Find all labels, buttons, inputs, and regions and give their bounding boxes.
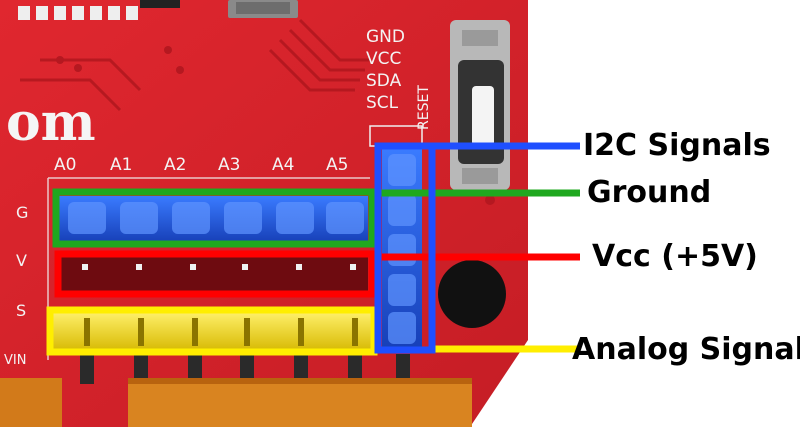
pin-label-sda: SDA — [366, 71, 402, 91]
header-label-a4: A4 — [272, 155, 294, 175]
vcc-outline — [54, 250, 376, 298]
analog-header-labels: A0 A1 A2 A3 A4 A5 — [54, 155, 348, 175]
row-label-s: S — [16, 301, 26, 320]
analog-row-headers — [50, 312, 372, 352]
reset-button — [450, 20, 510, 190]
round-component — [438, 260, 506, 328]
header-label-a3: A3 — [218, 155, 240, 175]
callout-vcc: Vcc (+5V) — [592, 239, 758, 274]
callout-ground: Ground — [587, 175, 712, 210]
header-label-a0: A0 — [54, 155, 76, 175]
header-label-a5: A5 — [326, 155, 348, 175]
chip-pins — [18, 0, 180, 20]
i2c-pin-labels: GND VCC SDA SCL — [366, 27, 405, 113]
reset-label: RESET — [416, 85, 432, 130]
vcc-row-headers — [58, 254, 368, 294]
row-label-vin: VIN — [4, 353, 26, 368]
ground-outline — [52, 188, 376, 248]
pin-label-vcc: VCC — [366, 49, 401, 69]
analog-outline — [46, 306, 378, 356]
row-label-v: V — [16, 251, 27, 270]
i2c-headers — [382, 148, 422, 348]
row-labels: G V S VIN — [4, 203, 28, 368]
pin-label-gnd: GND — [366, 27, 405, 47]
callout-i2c-signals: I2C Signals — [583, 128, 771, 163]
vias — [56, 46, 184, 74]
ground-row-headers — [58, 196, 368, 242]
brand-text-partial: om — [6, 92, 96, 153]
pin-label-scl: SCL — [366, 93, 399, 113]
header-label-a2: A2 — [164, 155, 186, 175]
bottom-pins — [80, 354, 410, 384]
callout-analog-signal: Analog Signal — [572, 332, 800, 367]
i2c-outline — [374, 142, 436, 354]
row-label-g: G — [16, 203, 28, 222]
ribbon-connectors — [0, 378, 472, 427]
header-label-a1: A1 — [110, 155, 132, 175]
